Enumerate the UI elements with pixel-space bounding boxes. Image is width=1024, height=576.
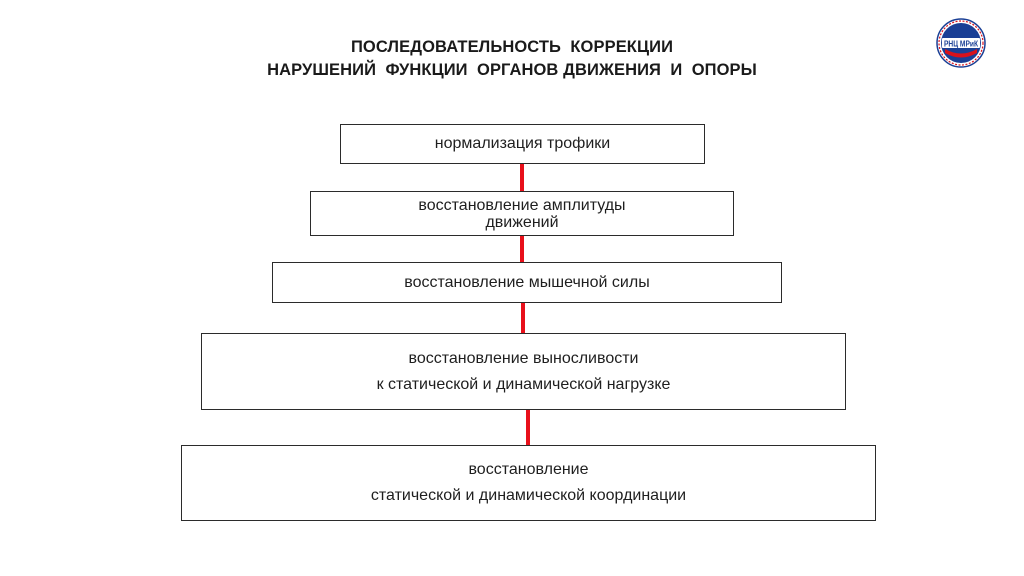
step-text: движений (485, 213, 559, 231)
step-box-endurance: восстановление выносливости к статическо… (201, 333, 846, 410)
logo-text: РНЦ МРиК (944, 40, 978, 49)
step-text: восстановление амплитуды (418, 196, 626, 214)
step-box-range-of-motion: восстановление амплитуды движений (310, 191, 734, 236)
step-text: восстановление мышечной силы (404, 273, 650, 291)
connector-line (520, 236, 524, 262)
connector-line (526, 410, 530, 445)
step-box-coordination: восстановление статической и динамическо… (181, 445, 876, 521)
title-line-2: НАРУШЕНИЙ ФУНКЦИИ ОРГАНОВ ДВИЖЕНИЯ И ОПО… (267, 61, 757, 79)
title-line-1: ПОСЛЕДОВАТЕЛЬНОСТЬ КОРРЕКЦИИ (350, 38, 674, 56)
page-title: ПОСЛЕДОВАТЕЛЬНОСТЬ КОРРЕКЦИИ НАРУШЕНИЙ Ф… (0, 36, 1024, 82)
step-text: восстановление (468, 461, 589, 478)
connector-line (520, 164, 524, 191)
connector-line (521, 303, 525, 333)
step-box-muscle-strength: восстановление мышечной силы (272, 262, 782, 303)
step-text: к статической и динамической нагрузке (376, 375, 671, 393)
step-box-trophic-normalization: нормализация трофики (340, 124, 705, 164)
step-text: статической и динамической координации (370, 487, 687, 504)
step-text: восстановление выносливости (408, 349, 639, 367)
organization-logo: РНЦ МРиК (936, 18, 986, 68)
step-text: нормализация трофики (434, 135, 611, 152)
